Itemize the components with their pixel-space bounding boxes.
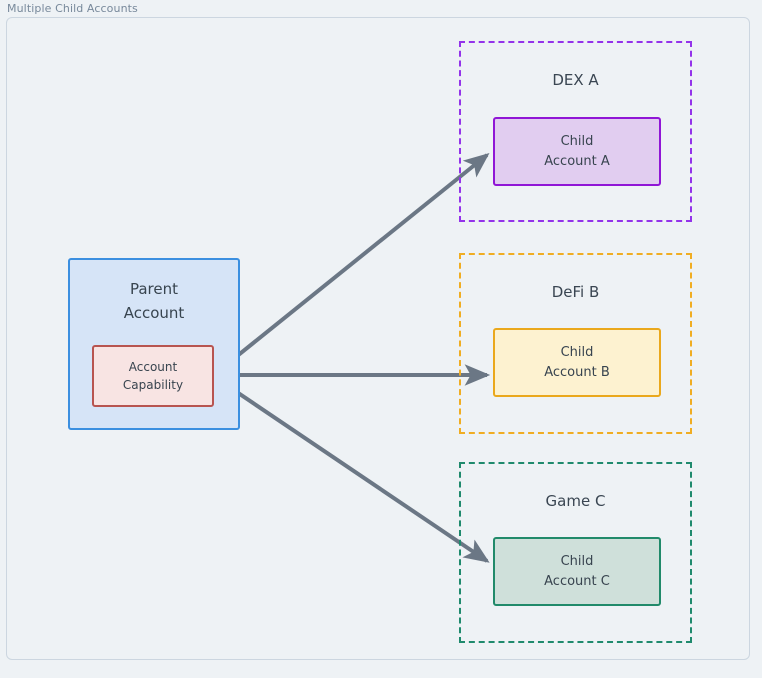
child-account-b-label-line1: Child [560, 344, 594, 360]
child-account-c-label-line1: Child [560, 553, 594, 569]
parent-account-label-line1: Parent [129, 280, 179, 298]
diagram-title: Multiple Child Accounts [7, 2, 138, 15]
child-account-a-label-line2: Account A [544, 153, 610, 169]
account-capability-label-line1: Account [128, 360, 178, 374]
group-game-c-title: Game C [545, 492, 606, 510]
child-account-b-node[interactable]: Child Account B [493, 328, 661, 397]
child-account-c-node[interactable]: Child Account C [493, 537, 661, 606]
group-dex-a-title: DEX A [552, 71, 599, 89]
group-game-c: Game C [459, 462, 692, 643]
child-account-c-label-line2: Account C [544, 573, 610, 589]
account-capability-label-line2: Capability [122, 378, 184, 392]
parent-account-label-line2: Account [123, 304, 185, 322]
group-defi-b-title: DeFi B [551, 283, 600, 301]
child-account-a-label-line1: Child [560, 133, 594, 149]
group-defi-b: DeFi B [459, 253, 692, 434]
child-account-a-node[interactable]: Child Account A [493, 117, 661, 186]
child-account-b-label-line2: Account B [544, 364, 610, 380]
account-capability-node[interactable]: Account Capability [92, 345, 214, 407]
group-dex-a: DEX A [459, 41, 692, 222]
